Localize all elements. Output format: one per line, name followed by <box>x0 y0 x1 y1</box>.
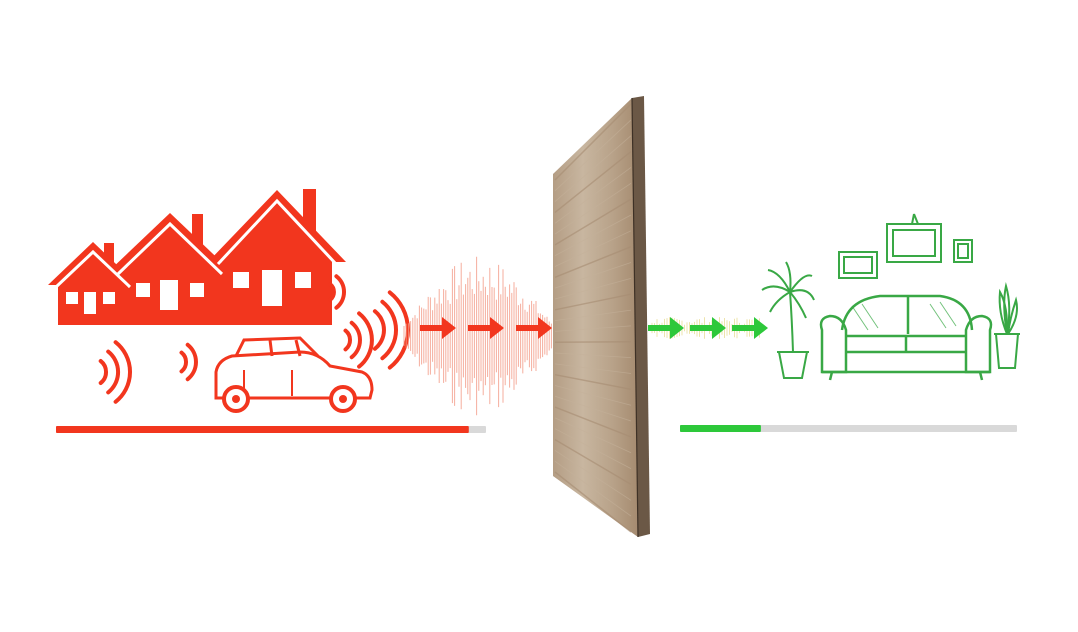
sound-wave-arc <box>334 274 347 310</box>
sound-wave-arc <box>179 350 189 374</box>
picture-frame-icon <box>838 213 973 279</box>
arrow-right-icon <box>420 317 456 339</box>
wood-grain <box>554 182 632 235</box>
houses-icon <box>48 189 346 325</box>
wood-grain <box>554 278 632 300</box>
wood-grain <box>554 309 632 321</box>
wood-wall <box>553 96 650 538</box>
wood-grain <box>554 246 632 278</box>
plant-icon <box>994 282 1020 369</box>
noise-level-outside <box>56 426 486 433</box>
arrow-right-icon <box>468 317 504 339</box>
sound-wave-arc <box>387 290 410 370</box>
sound-wave-arc <box>349 320 362 360</box>
wood-grain <box>554 450 632 501</box>
sound-wave-arc <box>113 340 133 404</box>
sound-wave-arc <box>372 309 386 351</box>
arrow-right-icon <box>732 317 768 339</box>
chimney <box>104 243 114 265</box>
wood-grain <box>554 119 632 192</box>
sound-wave-arc <box>380 299 398 361</box>
arrow-right-icon <box>516 317 552 339</box>
arrow-right-icon <box>648 317 684 339</box>
wood-grain <box>554 214 632 257</box>
wood-grain <box>554 385 632 406</box>
wood-grain <box>554 438 632 486</box>
sofa-icon <box>819 294 993 381</box>
sound-wave-icon <box>98 274 410 404</box>
wood-grain <box>554 460 632 517</box>
palm-plant-icon <box>761 261 815 379</box>
wood-grain <box>554 135 632 202</box>
wood-grain <box>554 198 632 246</box>
chimney <box>192 214 203 248</box>
wood-grain <box>554 103 632 181</box>
car-icon <box>214 336 374 413</box>
arrow-right-icon <box>648 317 768 339</box>
sound-wave-arc <box>98 359 108 385</box>
wood-grain <box>554 428 632 469</box>
wood-grain <box>554 471 632 533</box>
wood-grain <box>554 395 632 422</box>
wood-grain <box>554 325 632 332</box>
sound-wave-arc <box>343 328 353 352</box>
wood-grain <box>554 406 632 438</box>
wood-grain <box>554 352 632 358</box>
wood-grain <box>554 167 632 224</box>
arrow-right-icon <box>690 317 726 339</box>
wood-grain <box>554 293 632 311</box>
wood-grain <box>554 417 632 454</box>
wood-grain <box>554 262 632 289</box>
wood-grain <box>554 151 632 213</box>
noise-level-inside <box>680 425 1017 432</box>
sound-wave-arc <box>106 349 121 395</box>
wood-grain <box>554 363 632 374</box>
sound-wave-arc <box>185 342 198 382</box>
wood-grain <box>554 230 632 267</box>
roof <box>208 190 346 262</box>
roof <box>108 213 232 272</box>
sound-wave-arc <box>328 282 336 302</box>
arrow-right-icon <box>420 317 552 339</box>
wood-grain <box>554 373 632 391</box>
sound-wave-arc <box>357 311 374 369</box>
